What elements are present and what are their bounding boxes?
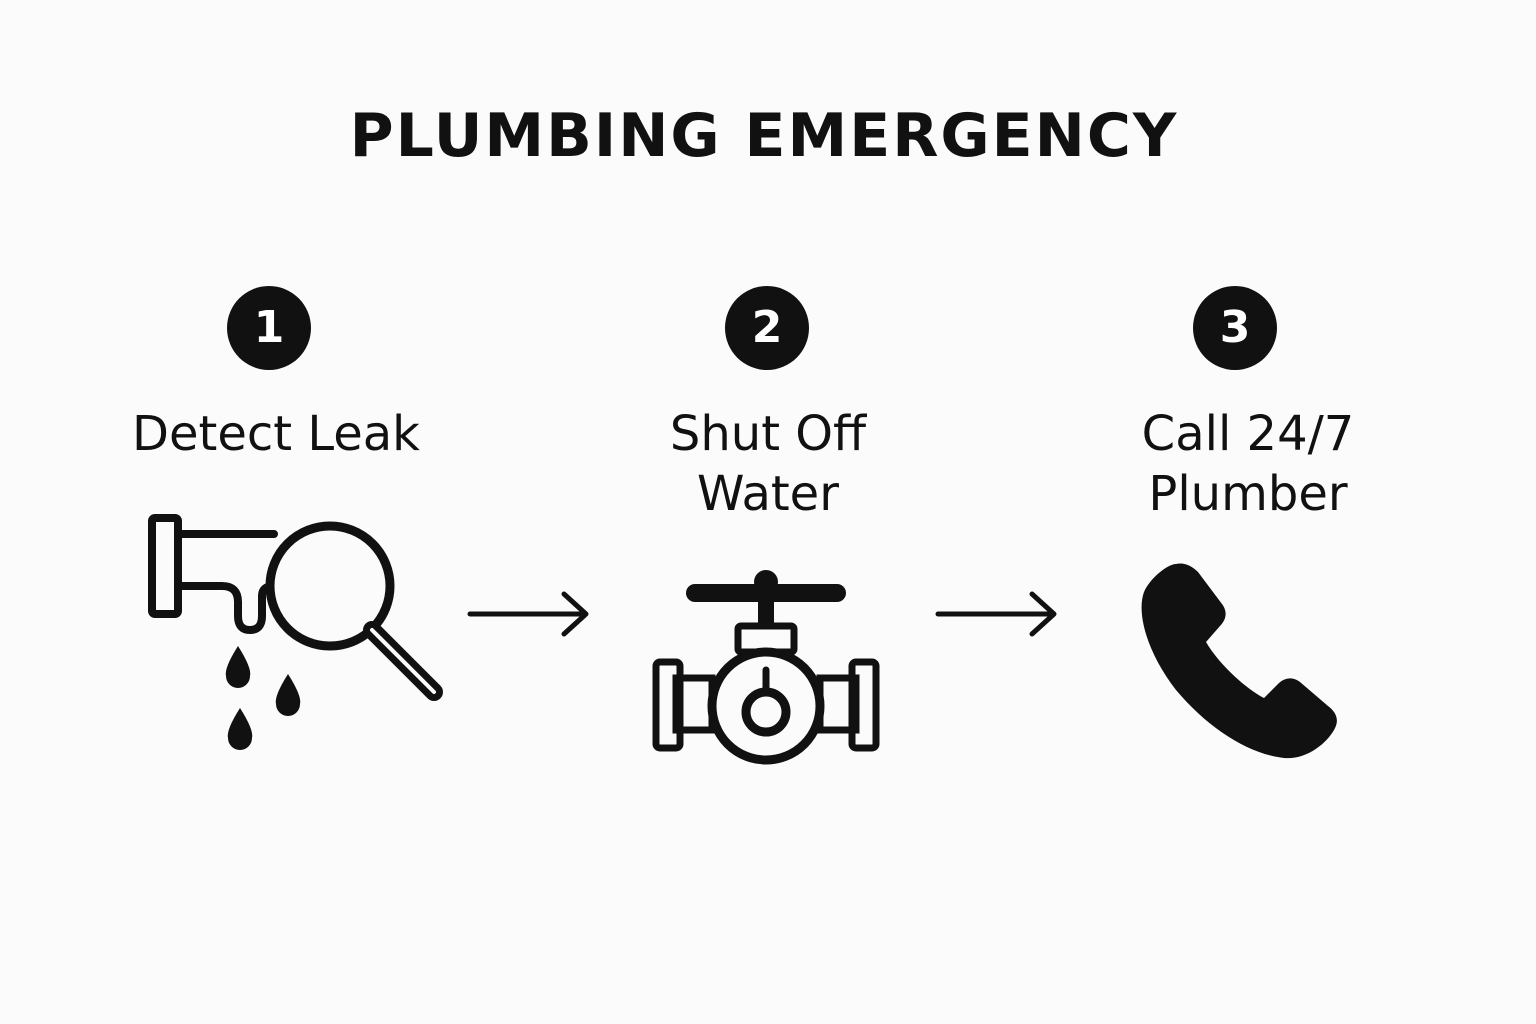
step-number-badge: 2 [725,286,809,370]
step-label-line: Plumber [1148,466,1348,522]
step-label: Call 24/7 Plumber [1078,404,1418,524]
shutoff-valve-icon [652,570,880,765]
diagram-title: PLUMBING EMERGENCY [349,101,1179,171]
arrow-right-icon [467,591,589,637]
step-label-line: Call 24/7 [1141,406,1355,462]
step-label: Shut Off Water [598,404,938,524]
step-label: Detect Leak [106,404,446,464]
step-label-line: Shut Off [669,406,867,462]
step-number-badge: 1 [227,286,311,370]
step-number-badge: 3 [1193,286,1277,370]
arrow-right-icon [935,591,1057,637]
phone-icon [1141,563,1337,759]
step-label-line: Detect Leak [132,406,420,462]
leak-magnifier-icon [148,514,443,750]
step-label-line: Water [697,466,839,522]
